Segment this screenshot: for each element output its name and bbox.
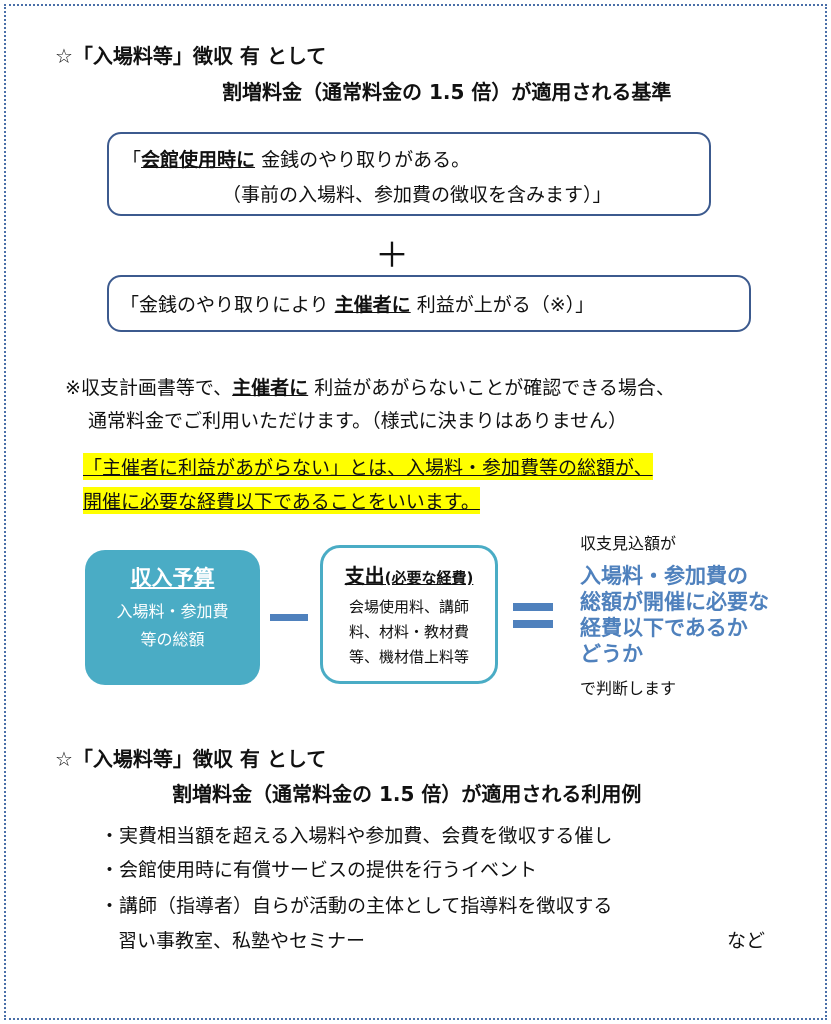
- result-pre: 収支見込額が: [580, 534, 677, 553]
- income-box: 収入予算 入場料・参加費 等の総額: [85, 550, 260, 685]
- expense-title: 支出(必要な経費): [344, 564, 474, 588]
- example-item-continued: 習い事教室、私塾やセミナー: [118, 930, 366, 952]
- highlight-line2: 開催に必要な経費以下であることをいいます。: [83, 487, 480, 514]
- condition-box-2: [107, 275, 751, 332]
- note-line2: 通常料金でご利用いただけます。（様式に決まりはありません）: [88, 410, 628, 432]
- result-post: で判断します: [580, 679, 677, 698]
- section1-title: ☆「入場料等」徴収 有 として: [55, 44, 327, 68]
- expense-box: 支出(必要な経費) 会場使用料、講師 料、材料・教材費 等、機材借上料等: [320, 545, 498, 684]
- condition-1-line1: 「会館使用時に 金銭のやり取りがある。: [122, 149, 471, 171]
- section2-title: ☆「入場料等」徴収 有 として: [55, 747, 327, 771]
- result-blue-3: 経費以下であるか: [580, 616, 748, 640]
- condition-box-1: [107, 132, 711, 216]
- result-blue-4: どうか: [580, 642, 643, 666]
- condition-1-line2: （事前の入場料、参加費の徴収を含みます）」: [222, 184, 612, 206]
- result-blue-2: 総額が開催に必要な: [580, 590, 769, 614]
- section2-subtitle: 割増料金（通常料金の 1.5 倍）が適用される利用例: [172, 782, 642, 806]
- example-item: ・会館使用時に有償サービスの提供を行うイベント: [100, 859, 538, 881]
- example-item: ・講師（指導者）自らが活動の主体として指導料を徴収する: [100, 895, 613, 917]
- result-blue-1: 入場料・参加費の: [580, 564, 748, 588]
- expense-line2: 料、材料・教材費: [348, 623, 469, 641]
- minus-icon: [270, 614, 308, 621]
- income-line2: 等の総額: [140, 630, 205, 649]
- condition-2-text: 「金銭のやり取りにより 主催者に 利益が上がる（※）」: [120, 294, 595, 316]
- expense-line1: 会場使用料、講師: [348, 598, 469, 616]
- income-line1: 入場料・参加費: [116, 602, 229, 621]
- income-title: 収入予算: [130, 566, 215, 590]
- plus-icon: ＋: [375, 236, 409, 276]
- etc-label: など: [727, 930, 766, 952]
- note-line1: ※収支計画書等で、主催者に 利益があがらないことが確認できる場合、: [65, 377, 675, 399]
- expense-line3: 等、機材借上料等: [348, 648, 469, 666]
- example-item: ・実費相当額を超える入場料や参加費、会費を徴収する催し: [100, 825, 613, 847]
- section1-subtitle: 割増料金（通常料金の 1.5 倍）が適用される基準: [222, 80, 672, 104]
- dotted-frame: [4, 4, 827, 1020]
- highlight-line1: 「主催者に利益があがらない」とは、入場料・参加費等の総額が、: [83, 453, 653, 480]
